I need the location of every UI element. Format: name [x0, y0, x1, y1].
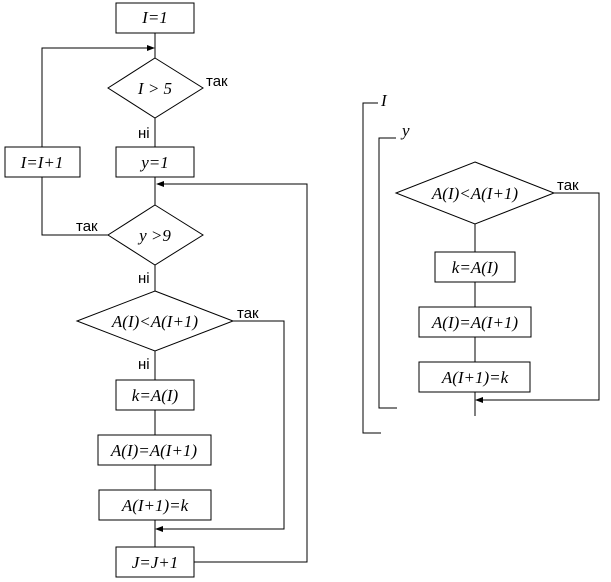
arrowhead [147, 45, 155, 51]
assign-a-next-label: A(I+1)=k [441, 368, 509, 387]
arrowhead [475, 397, 483, 403]
init-y-label: y=1 [139, 153, 169, 172]
cond-y-no-label: ні [138, 270, 150, 287]
cond-compare-yes-line [481, 192, 600, 401]
incr-i-label: I=I+1 [20, 153, 64, 172]
cond-y-label: y >9 [137, 226, 171, 245]
assign-a-label: A(I)=A(I+1) [110, 441, 198, 460]
loop-y-label: y [400, 121, 410, 140]
right-flowchart: I y A(I)<A(I+1) так k=A(I) A(I)=A(I+1) A… [362, 91, 600, 434]
assign-a-block [97, 434, 212, 466]
cond-i-no-label: ні [138, 125, 150, 142]
loop-i-label: I [380, 91, 388, 110]
loop-j-return-line [162, 183, 308, 563]
assign-k-label: k=A(I) [132, 386, 179, 405]
arrowhead [155, 526, 163, 532]
assign-k-label: k=A(I) [452, 258, 499, 277]
assign-k-block [115, 379, 195, 411]
assign-a-next-label: A(I+1)=k [121, 496, 189, 515]
loop-i-bracket [362, 102, 381, 434]
cond-compare-label: A(I)<A(I+1) [431, 184, 519, 203]
cond-y-yes-line [41, 177, 108, 236]
assign-a-next-block [98, 489, 212, 521]
init-i-block [115, 2, 195, 34]
cond-compare-yes-label: так [237, 305, 259, 322]
arrowhead [156, 181, 164, 187]
cond-compare-yes-label: так [557, 177, 579, 194]
cond-i-label: I > 5 [137, 79, 172, 98]
assign-a-block [418, 306, 532, 338]
assign-k-block [434, 251, 516, 283]
incr-j-block [115, 546, 195, 578]
cond-compare-yes-line [160, 320, 285, 530]
assign-a-label: A(I)=A(I+1) [431, 313, 519, 332]
left-flowchart: I=1 I > 5 так ні y=1 I=I+1 y >9 так ні A… [4, 2, 308, 578]
incr-j-label: J=J+1 [132, 553, 179, 572]
loop-i-return-line [41, 47, 150, 147]
cond-y-yes-label: так [76, 218, 98, 235]
cond-i-yes-label: так [206, 73, 228, 90]
cond-compare-no-label: ні [138, 356, 150, 373]
assign-a-next-block [418, 361, 531, 393]
loop-y-bracket [378, 137, 397, 409]
init-i-label: I=1 [141, 8, 168, 27]
cond-compare-label: A(I)<A(I+1) [111, 312, 199, 331]
